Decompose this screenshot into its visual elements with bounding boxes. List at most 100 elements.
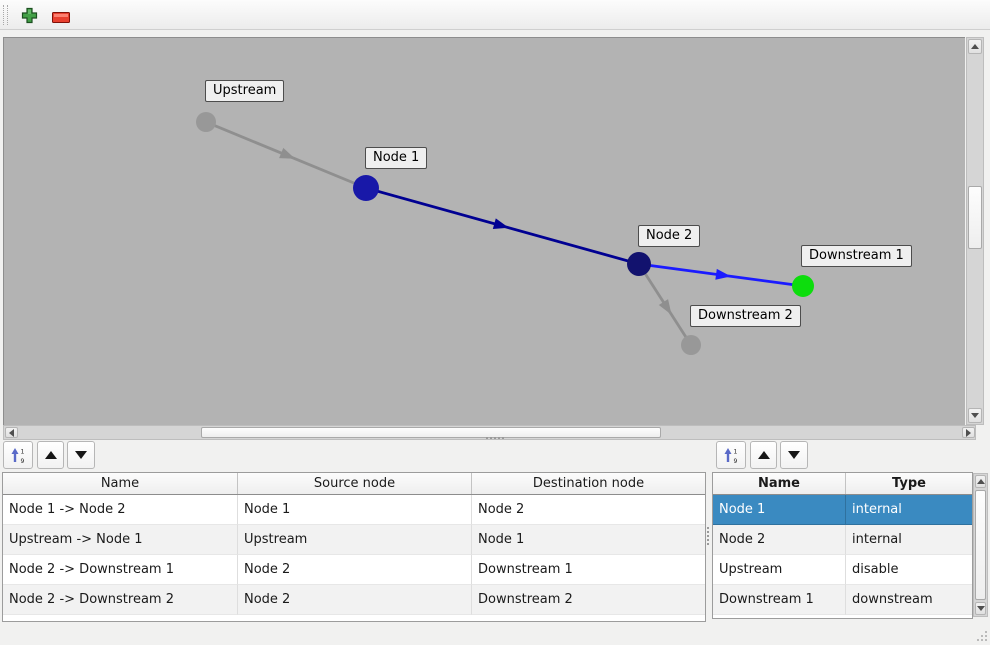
node-table-cell: Node 1 (713, 495, 846, 525)
sort-ascending-icon: 1 9 (11, 447, 25, 464)
vscrollbar-thumb[interactable] (968, 186, 982, 249)
node-table-header: Name Type (713, 473, 972, 495)
vscrollbar-thumb[interactable] (975, 490, 986, 600)
graph-node-downstream2[interactable] (681, 335, 701, 355)
svg-text:1: 1 (21, 448, 25, 455)
move-up-icon (757, 451, 770, 459)
node-sort-button[interactable]: 1 9 (716, 441, 746, 469)
main-toolbar (0, 0, 990, 30)
arrow-right-icon (966, 428, 971, 437)
edge-table-empty-row (3, 615, 705, 621)
edge-table-header-destination[interactable]: Destination node (532, 476, 645, 491)
node-label[interactable]: Node 2 (638, 225, 701, 247)
edge-table-cell: Node 2 (238, 585, 472, 615)
node-table-vscrollbar[interactable] (973, 473, 988, 617)
edge-table-cell: Node 2 -> Downstream 1 (3, 555, 238, 585)
node-table-cell: disable (846, 555, 972, 585)
svg-text:9: 9 (21, 458, 25, 464)
node-label[interactable]: Downstream 2 (690, 305, 801, 327)
graph-node-upstream[interactable] (196, 112, 216, 132)
node-table-cell: internal (846, 525, 972, 555)
arrow-left-icon (9, 428, 14, 437)
edge-table-cell: Node 2 -> Downstream 2 (3, 585, 238, 615)
node-table-cell: Node 2 (713, 525, 846, 555)
edge-table-cell: Node 2 (238, 555, 472, 585)
graph-node-downstream1[interactable] (792, 275, 814, 297)
node-label[interactable]: Upstream (205, 80, 285, 102)
move-down-icon (788, 451, 800, 459)
arrow-down-icon (971, 413, 979, 418)
horizontal-splitter-handle[interactable] (486, 437, 504, 441)
edge-table-cell: Node 1 (472, 525, 705, 555)
add-node-button[interactable] (21, 7, 38, 28)
edge-table-cell: Node 1 -> Node 2 (3, 495, 238, 525)
plus-icon (21, 7, 38, 24)
node-label[interactable]: Downstream 1 (801, 245, 912, 267)
edge-table: Name Source node Destination node Node 1… (2, 472, 706, 622)
resize-grip-icon[interactable] (975, 629, 988, 642)
edge-table-cell: Node 2 (472, 495, 705, 525)
edge-move-up-button[interactable] (37, 441, 64, 469)
node-table-header-name[interactable]: Name (713, 473, 846, 494)
minus-icon (52, 12, 70, 23)
edge-table-cell: Downstream 1 (472, 555, 705, 585)
sort-ascending-icon: 1 9 (724, 447, 738, 464)
edge-table-cell: Upstream (238, 525, 472, 555)
graph-vscrollbar[interactable] (966, 37, 984, 425)
edge-table-header-name[interactable]: Name (3, 473, 238, 494)
node-move-down-button[interactable] (780, 441, 808, 469)
node-table-header-type[interactable]: Type (892, 476, 926, 491)
node-move-up-button[interactable] (750, 441, 777, 469)
arrow-up-icon (971, 44, 979, 49)
graph-node-node1[interactable] (353, 175, 379, 201)
scroll-down-button[interactable] (968, 408, 982, 423)
graph-svg (196, 112, 814, 355)
scroll-up-button[interactable] (968, 39, 982, 54)
node-table-cell: downstream (846, 585, 972, 615)
svg-text:1: 1 (734, 448, 738, 455)
move-down-icon (75, 451, 87, 459)
scroll-right-button[interactable] (962, 427, 975, 438)
remove-node-button[interactable] (52, 12, 70, 27)
edge-move-down-button[interactable] (67, 441, 95, 469)
edge-arrow-icon (492, 218, 509, 230)
node-table-empty-row (713, 615, 972, 618)
hscrollbar-thumb[interactable] (201, 427, 661, 438)
toolbar-grip[interactable] (3, 5, 8, 25)
edge-table-header: Name Source node Destination node (3, 473, 705, 495)
scroll-left-button[interactable] (5, 427, 18, 438)
edge-table-cell: Downstream 2 (472, 585, 705, 615)
edge-table-header-source[interactable]: Source node (238, 473, 472, 494)
node-table-cell: Downstream 1 (713, 585, 846, 615)
edge-arrow-icon (658, 299, 672, 315)
node-table-cell: internal (846, 495, 972, 525)
edge-arrow-icon (715, 268, 731, 280)
arrow-down-icon (976, 606, 985, 611)
edge-arrow-icon (279, 147, 296, 159)
scroll-down-button[interactable] (975, 602, 986, 615)
node-table-cell: Upstream (713, 555, 846, 585)
edge-table-cell: Node 1 (238, 495, 472, 525)
node-label[interactable]: Node 1 (365, 147, 428, 169)
vertical-splitter-handle[interactable] (707, 527, 711, 545)
edge-sort-button[interactable]: 1 9 (3, 441, 33, 469)
graph-hscrollbar[interactable] (3, 425, 976, 440)
svg-text:9: 9 (734, 458, 738, 464)
arrow-up-icon (976, 479, 985, 484)
scroll-up-button[interactable] (975, 475, 986, 488)
graph-node-node2[interactable] (627, 252, 651, 276)
edge-table-cell: Upstream -> Node 1 (3, 525, 238, 555)
